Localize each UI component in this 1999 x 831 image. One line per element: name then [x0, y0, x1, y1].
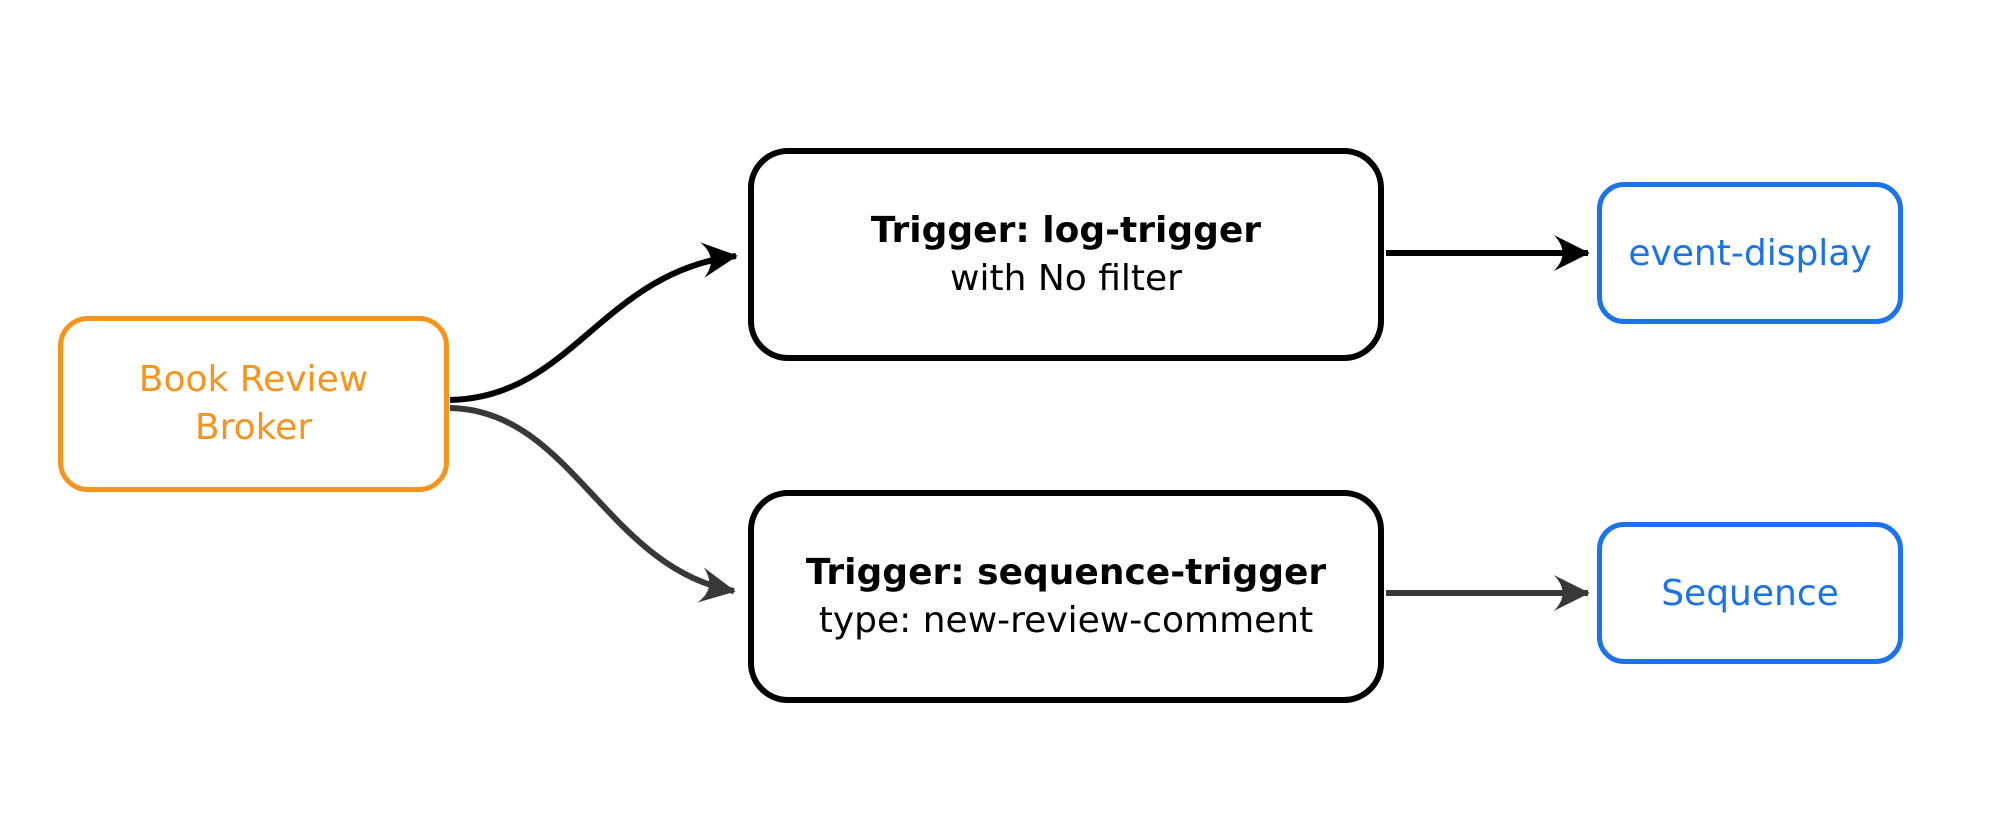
sequence-label: Sequence [1661, 572, 1839, 614]
sequence-trigger-subtitle: type: new-review-comment [818, 599, 1314, 641]
log-trigger-subtitle: with No filter [950, 257, 1182, 299]
sequence-node: Sequence [1597, 522, 1903, 664]
event-display-node: event-display [1597, 182, 1903, 324]
event-display-label: event-display [1628, 232, 1872, 274]
broker-label-line1: Book Review [138, 359, 369, 401]
broker-label-line2: Broker [194, 407, 313, 448]
log-trigger-title: Trigger: log-trigger [870, 209, 1262, 251]
sequence-trigger-title: Trigger: sequence-trigger [805, 551, 1327, 593]
edge-broker-to-sequence-trigger [449, 405, 736, 603]
log-trigger-node: Trigger: log-trigger with No filter [748, 148, 1384, 361]
edge-broker-to-log-trigger [449, 242, 738, 403]
broker-node: Book Review Broker [58, 316, 449, 492]
sequence-trigger-node: Trigger: sequence-trigger type: new-revi… [748, 490, 1384, 703]
